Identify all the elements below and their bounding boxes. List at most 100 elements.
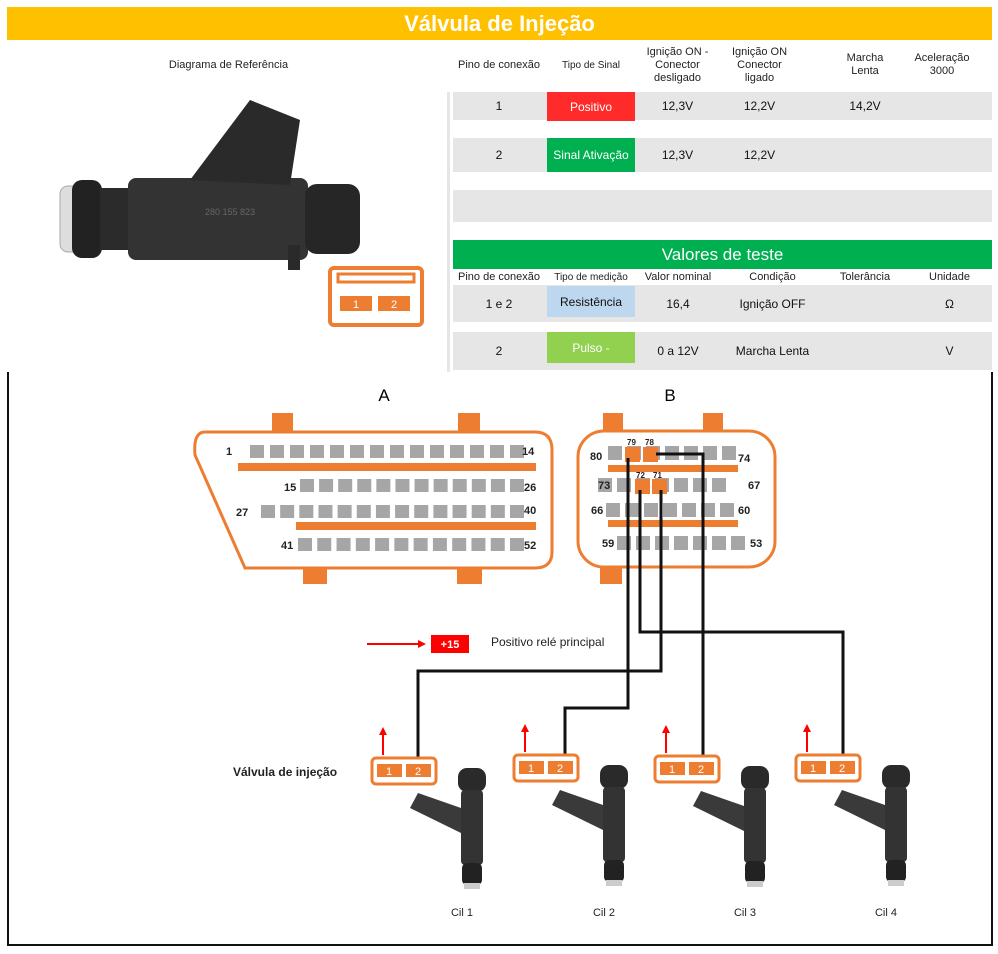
col-pin-header: Pino de conexão xyxy=(458,58,540,71)
pin-a xyxy=(452,479,467,492)
pin-2: 2 xyxy=(839,763,845,775)
pin-a xyxy=(471,538,486,551)
pin-label: 1 xyxy=(226,446,232,458)
pin-b xyxy=(712,536,726,550)
pin-a xyxy=(338,479,353,492)
test-col-unit: Unidade xyxy=(929,271,970,283)
pin-b xyxy=(682,503,696,517)
pin-label: 26 xyxy=(524,482,536,494)
wire-79-cil2 xyxy=(563,458,630,757)
pin-a xyxy=(413,538,428,551)
pin-a xyxy=(317,538,332,551)
pin-a xyxy=(430,445,444,458)
pin-1: 1 xyxy=(386,766,392,778)
pin-a xyxy=(280,505,295,518)
pin-a xyxy=(330,445,344,458)
col-acel-header: Aceleração 3000 xyxy=(914,52,970,77)
row2-type-badge: Sinal Ativação xyxy=(547,138,635,172)
pin-a xyxy=(395,505,410,518)
test1-unit: Ω xyxy=(945,296,954,311)
pin-1: 1 xyxy=(810,763,816,775)
pin-b xyxy=(693,536,707,550)
pin-a xyxy=(433,479,448,492)
plus15-legend: +15 Positivo relé principal xyxy=(367,635,604,653)
pin-a xyxy=(433,505,448,518)
reference-image-panel: 280 155 823 1 2 xyxy=(7,92,450,372)
test-col-pin: Pino de conexão xyxy=(458,271,540,283)
pin-a xyxy=(300,479,314,492)
pin-b xyxy=(608,446,622,460)
row1-ign-on: 12,2V xyxy=(743,99,776,113)
connector-b xyxy=(576,413,777,584)
pin-a xyxy=(432,538,447,551)
test1-cond: Ignição OFF xyxy=(739,296,806,311)
wires xyxy=(416,452,845,758)
injector-photo: 280 155 823 1 2 xyxy=(59,100,424,327)
pin-a xyxy=(356,505,371,518)
plus15-badge: +15 xyxy=(441,639,460,651)
cylinder-label: Cil 1 xyxy=(451,907,473,919)
pin-a xyxy=(375,505,390,518)
test-col-nominal: Valor nominal xyxy=(644,271,712,283)
test2-nominal: 0 a 12V xyxy=(657,344,699,358)
pin-a xyxy=(310,445,324,458)
pin-label: 41 xyxy=(281,540,293,552)
pin-a xyxy=(355,538,370,551)
pin-label: 74 xyxy=(738,453,751,465)
part-number: 280 155 823 xyxy=(205,207,255,217)
pin-label: 15 xyxy=(284,482,296,494)
pin-a xyxy=(414,505,429,518)
test-col-type: Tipo de medição xyxy=(554,272,628,283)
wire-78-cil3 xyxy=(656,452,705,757)
pin-a xyxy=(470,445,484,458)
pin-2: 2 xyxy=(698,764,704,776)
pin-b xyxy=(731,536,745,550)
pin-a xyxy=(510,538,524,551)
pin-b xyxy=(693,478,707,492)
test2-unit: V xyxy=(945,344,954,358)
row2-ign-on: 12,2V xyxy=(743,148,776,162)
injector-icon xyxy=(834,765,910,886)
injector-icon xyxy=(410,768,486,889)
injector-label: Válvula de injeção xyxy=(233,765,337,779)
pin-2: 2 xyxy=(557,763,563,775)
pin-a xyxy=(370,445,384,458)
test1-pin: 1 e 2 xyxy=(485,296,513,311)
pin-a xyxy=(298,538,312,551)
pin-b xyxy=(598,478,612,492)
wiring-diagram xyxy=(7,372,993,946)
injector-icon xyxy=(693,766,769,887)
pin-a xyxy=(452,505,467,518)
pin-label: 78 xyxy=(645,438,654,447)
pin-b xyxy=(636,536,650,550)
test1-type-badge: Resistência xyxy=(547,286,635,317)
col-ign-off-header: Ignição ON - Conector desligado xyxy=(646,45,709,84)
test1-nominal: 16,4 xyxy=(666,296,690,311)
test-col-cond: Condição xyxy=(749,271,796,283)
wire-72-cil4 xyxy=(638,490,845,757)
pin-b xyxy=(644,503,658,517)
pin-a xyxy=(318,505,333,518)
test-row xyxy=(453,285,992,322)
table-row xyxy=(453,138,992,172)
connector-a-label: A xyxy=(378,386,390,405)
table-row-empty xyxy=(453,190,992,222)
pin-label: 27 xyxy=(236,507,248,519)
test2-type-badge: Pulso - xyxy=(547,332,635,363)
pin-a xyxy=(376,479,391,492)
table-row xyxy=(453,92,992,120)
pin-a xyxy=(471,479,486,492)
connector-pin-1: 1 xyxy=(353,299,359,311)
pin-label: 40 xyxy=(524,505,536,517)
reference-diagram-header: Diagrama de Referência xyxy=(168,58,289,71)
pin-label: 80 xyxy=(590,451,602,463)
pin-label: 53 xyxy=(750,538,762,550)
pin-b xyxy=(663,503,677,517)
col-type-header: Tipo de Sinal xyxy=(562,59,620,71)
pin-label: 59 xyxy=(602,538,614,550)
injector-icon xyxy=(552,765,628,886)
